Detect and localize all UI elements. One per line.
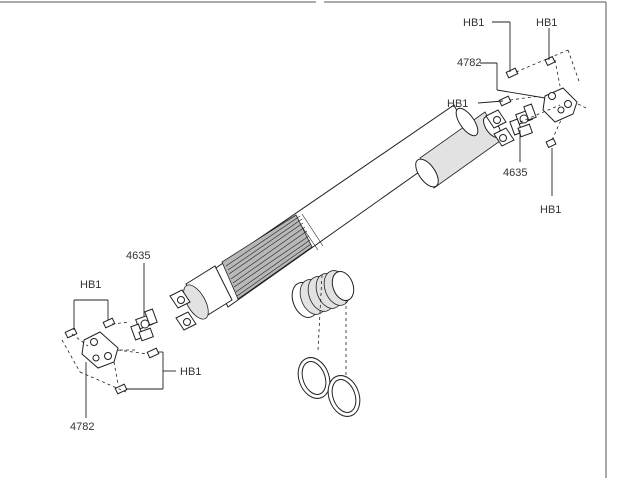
bolts-left: [64, 317, 160, 395]
left-leader-lines: [73, 263, 176, 418]
driveshaft-tube: [169, 104, 515, 331]
callout-hb1-top-left: HB1: [463, 17, 484, 29]
callout-hb1-top-right: HB1: [536, 17, 557, 29]
callout-4635-left: 4635: [126, 250, 150, 262]
seal-ring-2: [327, 375, 361, 417]
spline-lines: [225, 215, 312, 297]
bolts-right: [498, 55, 557, 149]
callout-hb1-right-lower: HB1: [540, 204, 561, 216]
callout-4635-right: 4635: [503, 167, 527, 179]
boot-bellows: [291, 270, 355, 318]
callout-labels: HB1 HB1 4782 HB1 4635 HB1 4635 HB1 HB1 4…: [70, 17, 561, 433]
left-dashed-guides: [61, 321, 149, 393]
callout-4782-bottom: 4782: [70, 421, 94, 433]
right-leader-lines: [477, 21, 553, 196]
universal-joint-left: [130, 308, 158, 342]
flange-yoke-left: [81, 331, 119, 369]
universal-joint-right: [509, 103, 537, 138]
seal-ring-1: [297, 357, 331, 399]
callout-hb1-left-top: HB1: [80, 279, 101, 291]
callout-hb1-left-lower: HB1: [180, 366, 201, 378]
callout-hb1-upper-mid: HB1: [447, 98, 468, 110]
diagram-frame: [0, 1, 607, 478]
callout-4782-top: 4782: [457, 57, 481, 69]
